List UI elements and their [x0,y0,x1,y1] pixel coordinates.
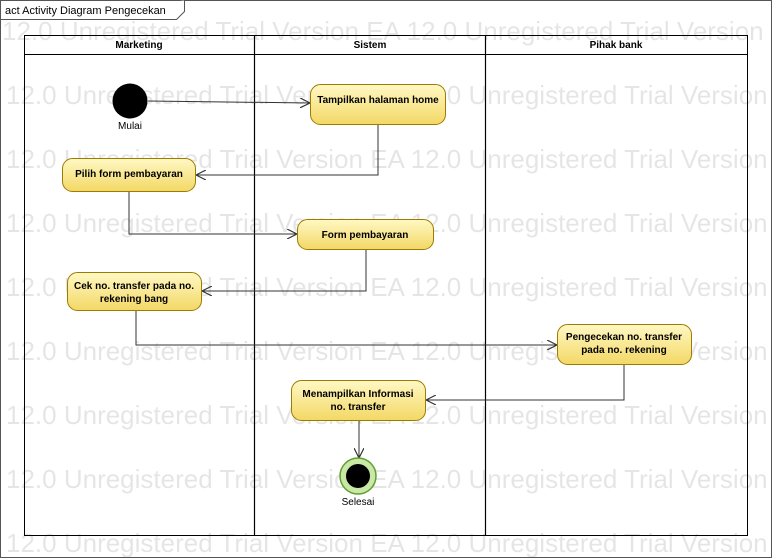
flow-cek-to-pengecekan [135,310,557,345]
final-node-core [346,464,370,488]
activity-label: no. transfer [330,402,385,413]
watermark-row: 12.0 Unregistered Trial Version EA 12.0 … [6,464,768,494]
activity-pilih-form-pembayaran: Pilih form pembayaran [62,158,196,192]
activity-menampilkan-informasi: Menampilkan Informasi no. transfer [291,380,426,421]
initial-node [112,83,148,119]
flow-pilih-to-form [128,192,297,234]
activity-label: Pengecekan no. transfer [566,332,682,343]
activity-cek-no-transfer: Cek no. transfer pada no. rekening bang [67,272,202,311]
lane-title-marketing: Marketing [115,40,162,51]
activity-label: Form pembayaran [322,230,409,241]
start-node: Mulai [112,83,148,132]
watermark-row: 12.0 Unregistered Trial Version EA 12.0 … [6,528,768,558]
activity-label: Tampilkan halaman home [317,95,439,106]
end-label: Selesai [342,497,375,508]
activity-label: pada no. rekening [581,345,667,356]
flow-start-to-home [147,101,310,103]
watermark-row: 12.0 Unregistered Trial Version EA 12.0 … [2,16,764,46]
activity-label: Menampilkan Informasi [302,389,413,400]
flow-home-to-pilih [196,124,379,175]
activity-tampilkan-halaman-home: Tampilkan halaman home [310,84,446,125]
activity-label: rekening bang [100,294,168,305]
activity-label: Cek no. transfer pada no. [74,281,194,292]
end-node: Selesai [339,457,377,508]
lane-title-pihak-bank: Pihak bank [590,40,643,51]
diagram-title: act Activity Diagram Pengecekan [5,5,166,17]
swimlanes: Marketing Sistem Pihak bank [24,35,748,536]
lane-title-sistem: Sistem [354,40,387,51]
flow-form-to-cek [202,249,367,291]
start-label: Mulai [118,121,142,132]
control-flows [128,101,625,458]
activity-label: Pilih form pembayaran [75,169,183,180]
activity-form-pembayaran: Form pembayaran [297,219,434,250]
activity-pengecekan-no-transfer: Pengecekan no. transfer pada no. rekenin… [557,324,692,365]
flow-pengecekan-to-informasi [426,365,625,400]
